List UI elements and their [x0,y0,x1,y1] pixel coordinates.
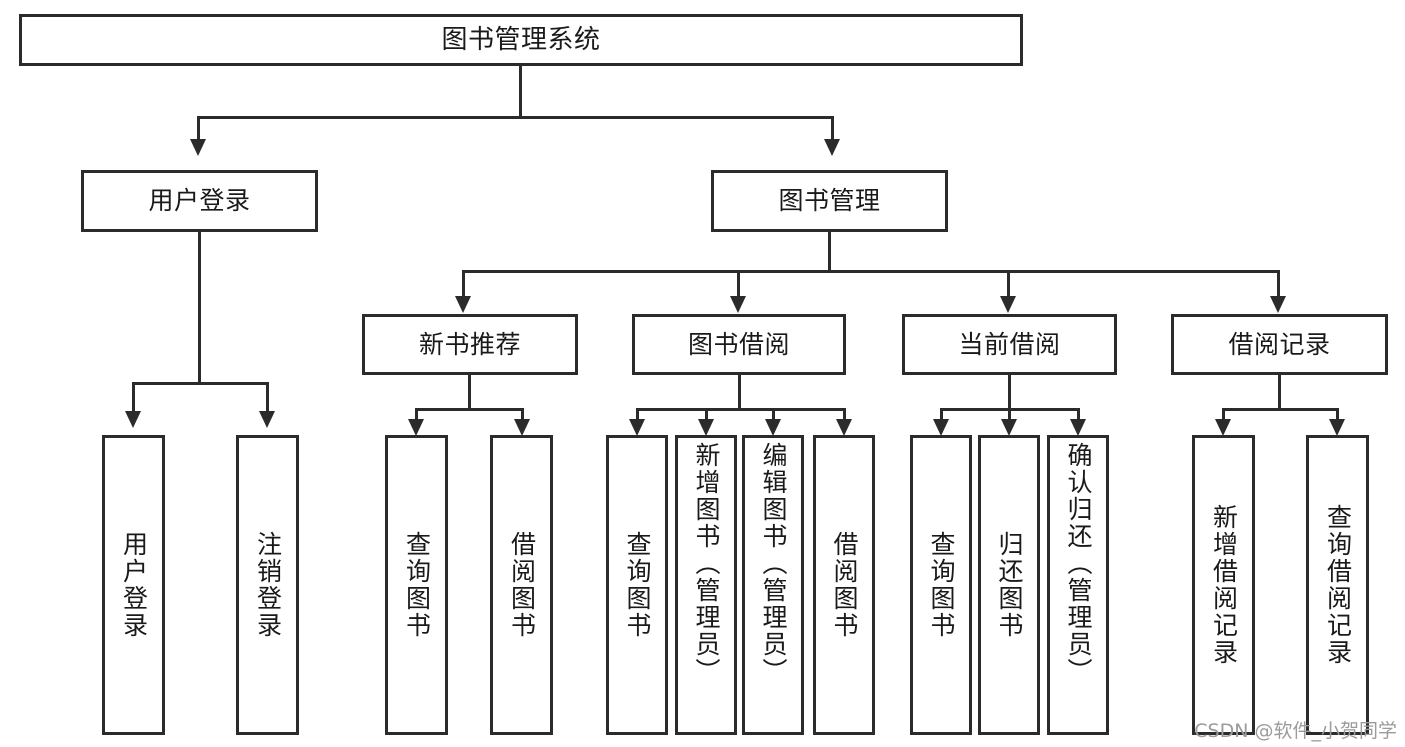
connector-user-login-bus [132,382,269,385]
arrowhead-new-book-recommend [455,296,471,313]
connector-book-management-stem [828,232,831,270]
node-leaf-add-borrow-record[interactable]: 新增借阅记录 [1192,435,1255,735]
connector-level3-drop-2 [737,270,740,297]
connector-book-borrow-stem [738,375,741,408]
connector-user-login-drop-1 [132,382,135,412]
node-book-borrow[interactable]: 图书借阅 [632,314,846,375]
node-leaf-edit-book[interactable]: 编辑图书（管理员） [742,435,804,735]
node-label: 新书推荐 [418,329,521,359]
connector-borrow-record-drop-2 [1336,408,1339,422]
node-leaf-borrow-book-new[interactable]: 借阅图书 [490,435,553,735]
node-label: 借阅记录 [1228,329,1331,359]
node-leaf-confirm-return[interactable]: 确认归还（管理员） [1047,435,1109,735]
node-leaf-query-book-current[interactable]: 查询图书 [910,435,972,735]
connector-new-book-drop-2 [521,408,524,422]
arrowhead-leaf-edit-book [765,419,781,436]
connector-new-book-bus [415,408,524,411]
node-label: 图书管理 [778,186,881,216]
node-label: 新增借阅记录 [1209,504,1239,666]
arrowhead-leaf-add-book [698,419,714,436]
connector-new-book-drop-1 [415,408,418,422]
arrowhead-leaf-add-record [1215,419,1231,436]
node-label: 图书借阅 [687,329,790,359]
arrowhead-leaf-query-book-2 [629,419,645,436]
connector-level3-drop-1 [462,270,465,297]
node-current-borrow[interactable]: 当前借阅 [902,314,1117,375]
node-leaf-add-book[interactable]: 新增图书（管理员） [675,435,737,735]
arrowhead-leaf-confirm-return [1070,419,1086,436]
connector-book-borrow-drop-2 [705,408,708,422]
node-label: 编辑图书（管理员） [759,442,788,685]
connector-user-login-drop-2 [266,382,269,412]
connector-to-book-management [831,116,834,140]
connector-current-borrow-drop-3 [1077,408,1080,422]
arrowhead-leaf-user-logout [259,411,275,428]
connector-current-borrow-drop-2 [1008,408,1011,422]
connector-level3-drop-4 [1277,270,1280,297]
connector-book-borrow-drop-4 [843,408,846,422]
connector-book-borrow-bus [636,408,846,411]
arrowhead-leaf-borrow-book-2 [836,419,852,436]
arrowhead-leaf-borrow-book-1 [514,419,530,436]
connector-borrow-record-bus [1222,408,1339,411]
node-label: 归还图书 [995,531,1024,639]
node-leaf-user-logout[interactable]: 注销登录 [236,435,299,735]
node-leaf-query-book-new[interactable]: 查询图书 [385,435,448,735]
arrowhead-leaf-query-record [1329,419,1345,436]
node-label: 查询图书 [402,531,432,639]
node-label: 注销登录 [253,531,283,639]
arrowhead-leaf-return-book [1001,419,1017,436]
node-label: 查询图书 [623,531,652,639]
node-leaf-borrow-book-borrow[interactable]: 借阅图书 [813,435,875,735]
node-label: 用户登录 [148,186,251,216]
connector-book-borrow-drop-1 [636,408,639,422]
node-label: 查询图书 [927,531,956,639]
node-label: 用户登录 [119,531,149,639]
connector-to-user-login [197,116,200,140]
connector-level2-bus [197,116,834,119]
node-leaf-query-book-borrow[interactable]: 查询图书 [606,435,668,735]
arrowhead-leaf-query-book-1 [408,419,424,436]
connector-level3-bus [462,270,1280,273]
connector-level3-drop-3 [1007,270,1010,297]
connector-root-stem [519,66,522,116]
arrowhead-user-login [190,139,206,156]
connector-current-borrow-drop-1 [940,408,943,422]
node-book-management[interactable]: 图书管理 [711,170,948,232]
node-label: 新增图书（管理员） [692,442,721,685]
connector-new-book-stem [468,375,471,408]
node-label: 借阅图书 [507,531,537,639]
arrowhead-borrow-record [1270,296,1286,313]
connector-borrow-record-drop-1 [1222,408,1225,422]
node-leaf-return-book[interactable]: 归还图书 [978,435,1040,735]
node-label: 借阅图书 [830,531,859,639]
arrowhead-leaf-user-login [125,411,141,428]
node-new-book-recommend[interactable]: 新书推荐 [362,314,578,375]
arrowhead-leaf-query-book-3 [933,419,949,436]
node-user-login[interactable]: 用户登录 [81,170,318,232]
node-leaf-user-login[interactable]: 用户登录 [102,435,165,735]
connector-book-borrow-drop-3 [772,408,775,422]
arrowhead-book-management [824,139,840,156]
arrowhead-current-borrow [1000,296,1016,313]
node-label: 确认归还（管理员） [1064,442,1093,685]
node-label: 当前借阅 [958,329,1061,359]
node-leaf-query-borrow-record[interactable]: 查询借阅记录 [1306,435,1369,735]
connector-user-login-stem [198,232,201,382]
node-label: 查询借阅记录 [1323,504,1353,666]
node-borrow-record[interactable]: 借阅记录 [1171,314,1388,375]
connector-current-borrow-stem [1008,375,1011,408]
arrowhead-book-borrow [730,296,746,313]
node-root-book-management-system[interactable]: 图书管理系统 [19,14,1023,66]
node-label: 图书管理系统 [441,24,601,55]
connector-borrow-record-stem [1278,375,1281,408]
